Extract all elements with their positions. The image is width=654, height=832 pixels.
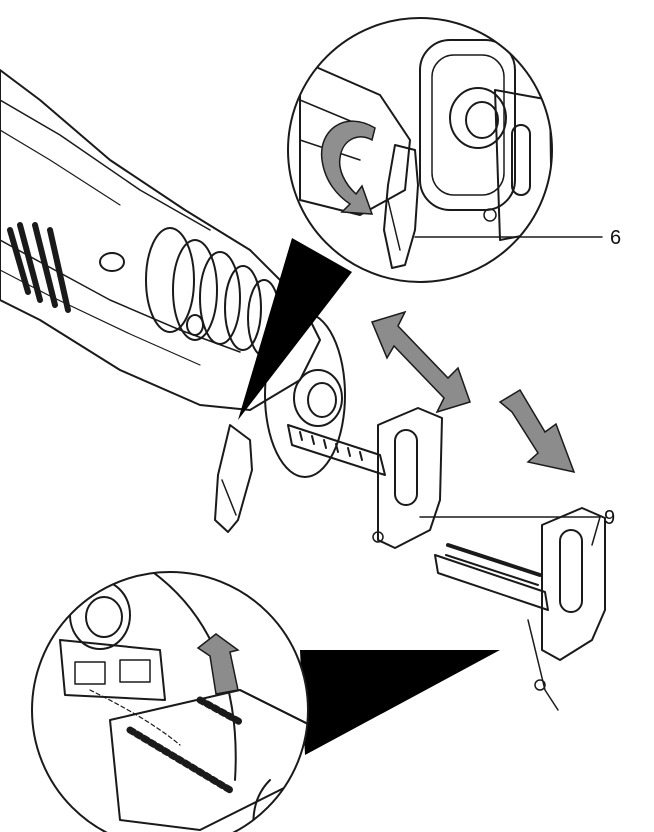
- saw-body: [0, 69, 346, 533]
- detail-circle-shoe: [31, 571, 309, 832]
- callout-label-9: 9: [604, 507, 615, 529]
- blade-clamp-knob: [293, 369, 343, 427]
- direction-arrow-icon: [498, 388, 576, 474]
- lever-detail: [383, 144, 419, 269]
- callout-9: 9: [419, 507, 615, 546]
- vent-grille: [7, 222, 71, 313]
- screw-hole: [186, 314, 204, 336]
- detail-wedge-top: [238, 238, 352, 420]
- rail-teeth: [299, 431, 363, 461]
- saw-contour-line: [0, 129, 121, 206]
- shoe-loose: [434, 507, 606, 711]
- callout-6: 6: [414, 227, 621, 249]
- front-grip-ribs: [145, 227, 281, 357]
- rotate-arrow-icon: [320, 120, 376, 215]
- detail-circle-lever: [287, 17, 553, 283]
- screw-hole: [99, 252, 125, 272]
- lever-main-edge: [221, 479, 237, 516]
- saw-contour-line: [0, 99, 211, 231]
- insert-arrow-icon: [196, 633, 240, 695]
- rail-teeth: [126, 696, 244, 794]
- rail-teeth: [445, 543, 542, 586]
- callout-label-6: 6: [610, 227, 621, 249]
- detail-wedge-bottom: [300, 650, 500, 755]
- shoe-mounted: [287, 407, 443, 549]
- double-arrow-icon: [370, 310, 471, 414]
- saw-contour-line: [0, 269, 201, 366]
- lever-main: [214, 424, 253, 533]
- saw-housing-outline: [0, 69, 321, 411]
